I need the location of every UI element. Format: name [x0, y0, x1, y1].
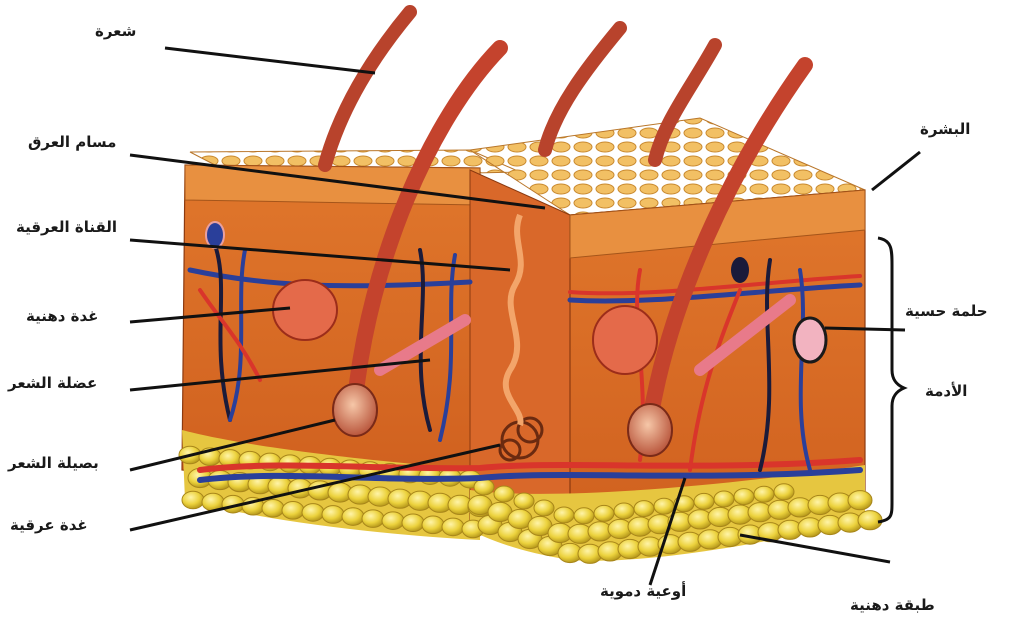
label-dermis: الأدمة: [925, 382, 967, 400]
fat-cell: [534, 500, 554, 516]
fat-cell: [634, 501, 654, 517]
label-blood-vessels: أوعية دموية: [600, 582, 686, 600]
fat-cell: [614, 503, 634, 519]
fat-cell: [774, 484, 794, 500]
fat-cell: [474, 479, 494, 495]
fat-cell: [514, 493, 534, 509]
label-hair-follicle: بصيلة الشعر: [8, 454, 99, 472]
label-sensory-receptor: حلمة حسية: [905, 302, 988, 320]
hair-bulb-right: [628, 404, 672, 456]
fat-cell: [262, 499, 284, 517]
label-sweat-pore: مسام العرق: [28, 133, 116, 151]
fat-cell: [734, 489, 754, 505]
sebaceous-gland-right: [593, 306, 657, 374]
fat-cell: [654, 498, 674, 514]
fat-cell: [302, 504, 324, 522]
fat-cell: [422, 516, 444, 534]
fat-cell: [362, 510, 384, 528]
fat-cell: [282, 502, 304, 520]
label-epidermis: البشرة: [920, 120, 970, 138]
fat-cell: [342, 508, 364, 526]
fat-cell: [182, 491, 204, 509]
fat-cell: [494, 486, 514, 502]
sensory-receptor-top: [731, 257, 749, 283]
label-sweat-duct: القناة العرقية: [16, 218, 117, 236]
fat-cell: [754, 486, 774, 502]
fat-cell: [858, 511, 882, 530]
label-hair: شعرة: [95, 22, 136, 40]
label-hair-muscle: عضلة الشعر: [8, 374, 97, 392]
fat-cell: [714, 491, 734, 507]
epidermis-band-left: [185, 165, 480, 205]
fat-cell: [402, 514, 424, 532]
dermis-brace: [878, 238, 904, 522]
hair-bulb-left: [333, 384, 377, 436]
fat-cell: [382, 512, 404, 530]
label-sweat-gland: غدة عرقية: [10, 516, 88, 534]
fat-cell: [554, 507, 574, 523]
fat-cell: [574, 508, 594, 524]
fat-cell: [594, 505, 614, 521]
hair-shaft-1: [325, 12, 410, 165]
sensory-receptor-right: [794, 318, 826, 362]
fat-cell: [694, 493, 714, 509]
fat-cell: [322, 506, 344, 524]
sensory-receptor-left: [206, 222, 224, 248]
label-fat-layer: طبقة دهنية: [850, 596, 935, 614]
fat-cell: [848, 491, 872, 510]
label-sebaceous-gland: غدة دهنية: [26, 307, 98, 325]
fat-cell: [442, 518, 464, 536]
